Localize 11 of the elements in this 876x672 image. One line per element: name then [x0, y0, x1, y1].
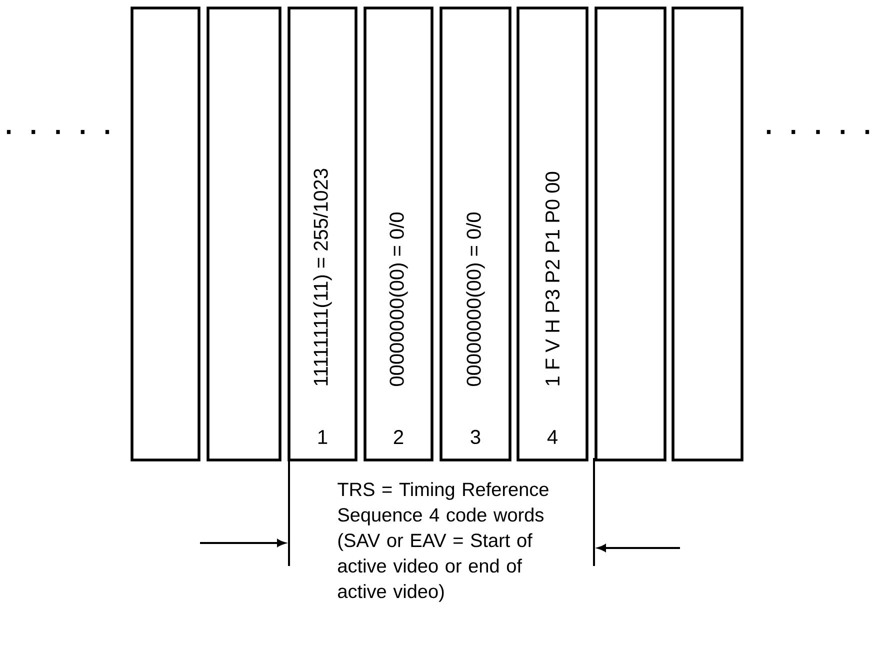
code-word-box: 00000000(00) = 0/0 2	[364, 6, 434, 462]
code-word-box: 11111111(11) = 255/1023 1	[288, 6, 358, 462]
word-box	[594, 6, 666, 462]
word-box	[672, 6, 744, 462]
word-box	[206, 6, 282, 462]
ellipsis: . . . . .	[6, 130, 110, 134]
note-text: TRS = Timing Reference Sequence 4 code words (SAV or EAV = Start of active video or end of active video)	[338, 482, 548, 602]
ellipsis: . . . . .	[766, 130, 870, 134]
code-word-box: 00000000(00) = 0/0 3	[440, 6, 512, 462]
word-box	[130, 6, 200, 462]
code-word-box: 1 F V H P3 P2 P1 P0 00 4	[516, 6, 588, 462]
